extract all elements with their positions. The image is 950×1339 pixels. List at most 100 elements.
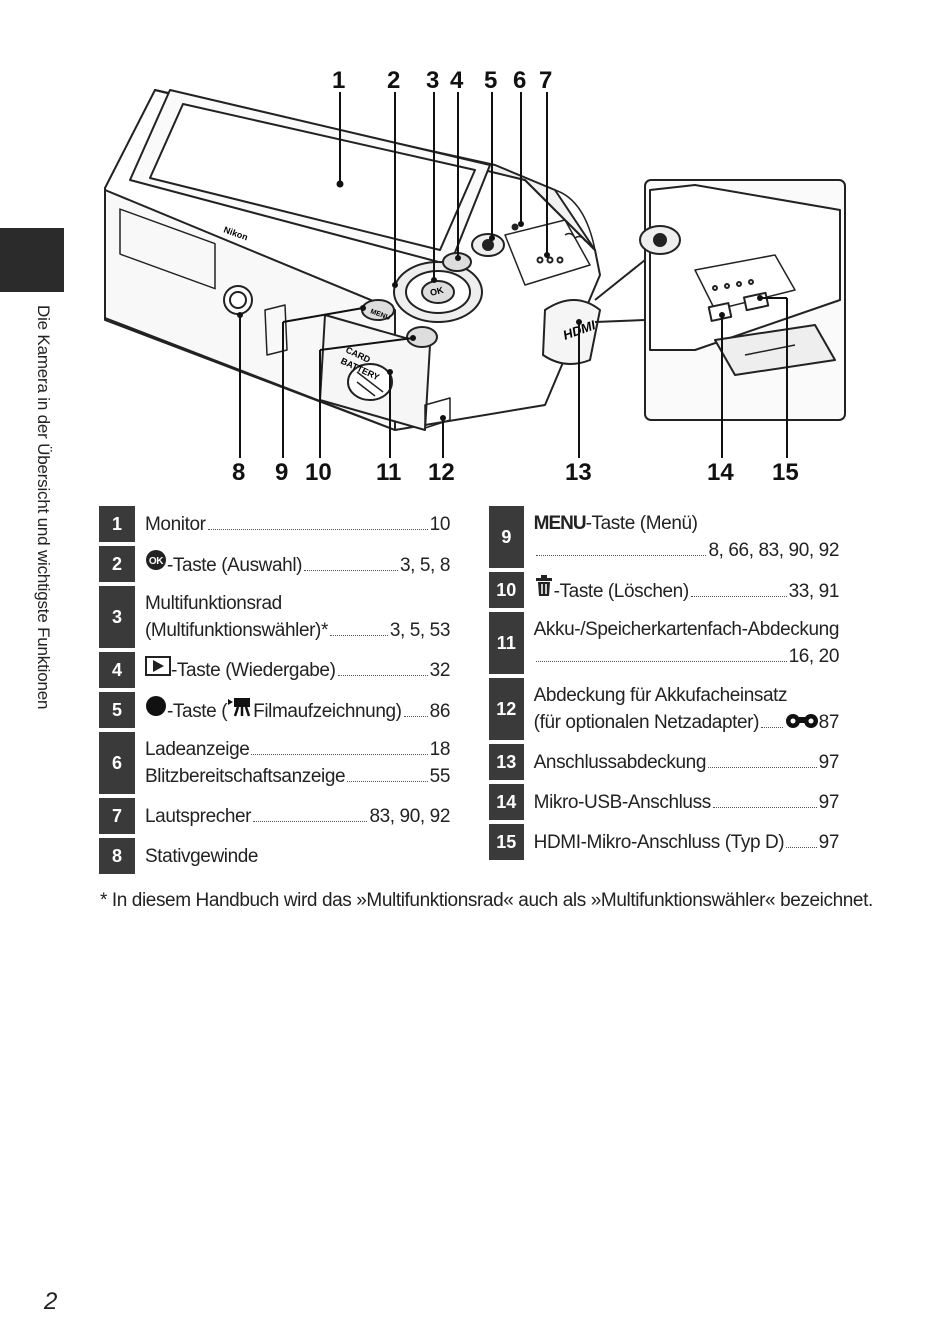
legend-number: 5 [99, 692, 135, 728]
legend-pages: 16, 20 [788, 646, 840, 667]
legend-row: 15 HDMI-Mikro-Anschluss (Typ D)97 [489, 824, 839, 860]
legend-text: -Taste (Menü) [585, 513, 698, 534]
legend-pages: 3, 5, 53 [389, 620, 451, 641]
legend-text: -Taste (Wiedergabe) [171, 660, 336, 681]
legend-description: OK -Taste (Auswahl) 3, 5, 8 [135, 546, 450, 582]
callout-3: 3 [426, 67, 439, 94]
legend-text: Abdeckung für Akkufacheinsatz [533, 685, 788, 706]
callout-1: 1 [332, 67, 345, 94]
legend-text: -Taste (Löschen) [553, 581, 690, 602]
playback-icon [145, 656, 171, 676]
menu-icon: MENU [533, 513, 587, 534]
legend-row: 10 -Taste (Löschen) 33, 91 [489, 572, 839, 608]
legend-text: Anschlussabdeckung [533, 751, 707, 773]
legend-row: 3 Multifunktionsrad (Multifunktionswähle… [99, 586, 450, 648]
ok-icon: OK [146, 550, 166, 570]
legend-number: 2 [99, 546, 135, 582]
legend-number: 12 [489, 678, 524, 740]
trash-icon [535, 575, 552, 596]
legend-text: (für optionalen Netzadapter) [533, 712, 760, 733]
legend-row: 13 Anschlussabdeckung 97 [489, 744, 839, 780]
legend-number: 10 [489, 572, 524, 608]
reference-icon [785, 714, 818, 728]
legend-number: 3 [99, 586, 135, 648]
callout-15: 15 [772, 459, 799, 486]
legend-number: 13 [489, 744, 524, 780]
legend-pages: 97 [818, 791, 840, 813]
legend-description: Stativgewinde [135, 838, 450, 874]
legend-number: 7 [99, 798, 135, 834]
legend-pages: 33, 91 [788, 581, 840, 602]
callout-5: 5 [484, 67, 497, 94]
legend-row: 2 OK -Taste (Auswahl) 3, 5, 8 [99, 546, 450, 582]
legend-number: 14 [489, 784, 524, 820]
legend-table-right: 9 MENU-Taste (Menü) 8, 66, 83, 90, 92 10… [489, 502, 839, 864]
legend-text: Akku-/Speicherkartenfach-Abdeckung [533, 619, 840, 640]
legend-description: Lautsprecher 83, 90, 92 [135, 798, 450, 834]
legend-text: Stativgewinde [145, 845, 259, 867]
legend-number: 8 [99, 838, 135, 874]
legend-pages: 55 [429, 766, 451, 787]
legend-pages: 86 [429, 701, 451, 722]
record-dot-icon [146, 696, 166, 716]
legend-description: Monitor 10 [135, 506, 450, 542]
callout-7: 7 [539, 67, 552, 94]
chapter-tab [0, 228, 64, 292]
legend-text: Multifunktionsrad [145, 593, 282, 614]
callout-2: 2 [387, 67, 400, 94]
legend-description: -Taste ( Filmaufzeichnung) 86 [135, 692, 450, 728]
legend-pages: 97 [818, 831, 840, 853]
legend-pages: 3, 5, 8 [399, 555, 450, 576]
legend-row: 1 Monitor 10 [99, 506, 450, 542]
legend-row: 8 Stativgewinde [99, 838, 450, 874]
footnote: * In diesem Handbuch wird das »Multifunk… [100, 890, 873, 911]
legend-pages: 8, 66, 83, 90, 92 [708, 540, 839, 561]
legend-description: Anschlussabdeckung 97 [524, 744, 840, 780]
legend-number: 11 [489, 612, 524, 674]
legend-description: Akku-/Speicherkartenfach-Abdeckung 16, 2… [524, 612, 840, 674]
legend-number: 9 [489, 506, 524, 568]
legend-description: MENU-Taste (Menü) 8, 66, 83, 90, 92 [524, 506, 840, 568]
legend-text: Filmaufzeichnung) [253, 701, 402, 722]
legend-text: Blitzbereitschaftsanzeige [145, 766, 346, 787]
legend-row: 9 MENU-Taste (Menü) 8, 66, 83, 90, 92 [489, 506, 839, 568]
legend-pages: 97 [818, 751, 840, 773]
legend-text: -Taste (Auswahl) [167, 555, 303, 576]
movie-camera-icon [228, 698, 251, 717]
ok-label: OK [429, 285, 445, 298]
legend-pages: 18 [429, 739, 451, 760]
svg-text:OK: OK [149, 556, 164, 567]
callout-9: 9 [275, 459, 288, 486]
legend-description: Abdeckung für Akkufacheinsatz (für optio… [524, 678, 840, 740]
callout-14: 14 [707, 459, 734, 486]
legend-description: Multifunktionsrad (Multifunktionswähler)… [135, 586, 450, 648]
callout-4: 4 [450, 67, 464, 94]
legend-text: Monitor [145, 513, 206, 535]
callout-12: 12 [428, 459, 455, 486]
legend-row: 11 Akku-/Speicherkartenfach-Abdeckung 16… [489, 612, 839, 674]
legend-number: 1 [99, 506, 135, 542]
callout-6: 6 [513, 67, 526, 94]
legend-row: 5 -Taste ( Filmaufzeichnung) 86 [99, 692, 450, 728]
page-number: 2 [44, 1288, 58, 1315]
legend-text: Lautsprecher [145, 805, 252, 827]
legend-text: (Multifunktionswähler)* [145, 620, 328, 641]
legend-pages: 83, 90, 92 [369, 805, 450, 827]
legend-description: -Taste (Löschen) 33, 91 [524, 572, 839, 608]
legend-row: 12 Abdeckung für Akkufacheinsatz (für op… [489, 678, 839, 740]
legend-table-left: 1 Monitor 10 2 OK -Taste (Auswahl) 3, 5, 8… [99, 502, 450, 878]
callout-10: 10 [305, 459, 332, 486]
legend-description: HDMI-Mikro-Anschluss (Typ D)97 [524, 824, 840, 860]
legend-text: -Taste ( [167, 701, 228, 722]
legend-pages: 10 [429, 513, 451, 535]
callout-8: 8 [232, 459, 245, 486]
legend-number: 4 [99, 652, 135, 688]
legend-pages: 87 [818, 712, 840, 733]
legend-number: 6 [99, 732, 135, 794]
callout-13: 13 [565, 459, 592, 486]
legend-description: -Taste (Wiedergabe) 32 [135, 652, 450, 688]
legend-pages: 32 [429, 660, 451, 681]
